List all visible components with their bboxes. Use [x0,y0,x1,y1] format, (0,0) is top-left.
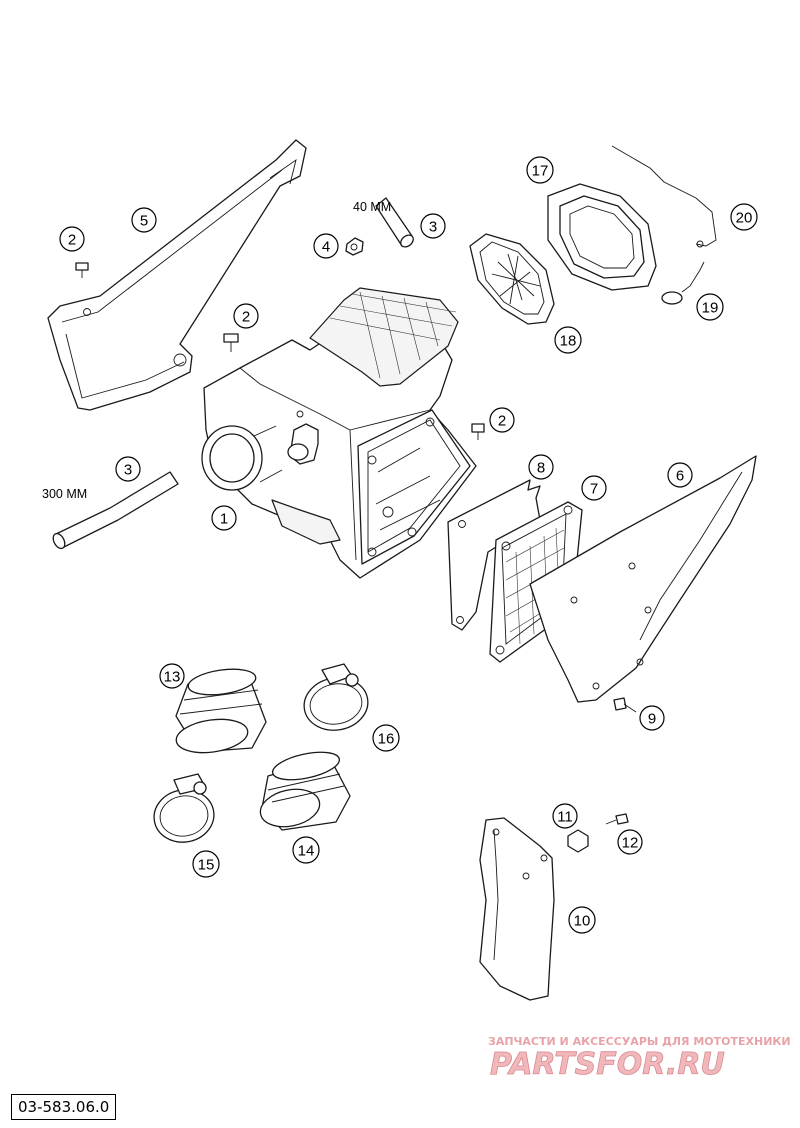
dimension-label-300mm: 300 MM [42,487,87,501]
watermark-tagline: ЗАПЧАСТИ И АКСЕССУАРЫ ДЛЯ МОТОТЕХНИКИ [488,1035,791,1048]
hose-clamp-lower [153,773,215,843]
callout-18: 18 [554,326,582,354]
callout-12: 12 [617,829,643,855]
callout-3-long-hose: 3 [115,456,141,482]
dimension-label-40mm: 40 MM [353,200,391,214]
mud-flap [479,817,555,1001]
grommet [567,829,589,853]
svg-text:5: 5 [140,213,148,230]
callout-11: 11 [552,803,578,829]
svg-text:2: 2 [498,413,506,430]
svg-text:4: 4 [322,239,330,256]
svg-text:6: 6 [676,468,684,485]
intake-boot-small [259,751,351,831]
nut [345,237,364,256]
long-hose [52,471,179,550]
svg-text:20: 20 [736,210,753,227]
callout-3-short-hose: 3 [420,213,446,239]
diagram-code-label: 03-583.06.0 [11,1094,117,1120]
air-filter-foam [547,183,657,291]
svg-text:18: 18 [560,333,577,350]
callout-16: 16 [372,724,400,752]
callout-1: 1 [211,505,237,531]
callout-14: 14 [292,836,320,864]
watermark: ЗАПЧАСТИ И АКСЕССУАРЫ ДЛЯ МОТОТЕХНИКИ PA… [488,1035,791,1082]
airbox-housing [201,287,477,579]
svg-text:8: 8 [537,460,545,477]
svg-text:2: 2 [68,232,76,249]
callout-8: 8 [528,454,554,480]
callout-2-right: 2 [489,407,515,433]
svg-text:14: 14 [298,843,315,860]
callout-10: 10 [568,906,596,934]
callout-19: 19 [696,293,724,321]
screw-right [471,423,485,440]
callout-17: 17 [526,156,554,184]
mud-flap-screw [605,813,629,825]
svg-text:12: 12 [622,835,639,852]
callout-20: 20 [730,203,758,231]
hose-clamp-upper [303,663,369,731]
svg-text:19: 19 [702,300,719,317]
svg-text:13: 13 [164,669,181,686]
callout-2-middle: 2 [233,303,259,329]
callout-9: 9 [639,705,665,731]
svg-text:1: 1 [220,511,228,528]
callout-7: 7 [581,475,607,501]
screw-top-left [75,262,89,278]
side-panel-screw [613,697,637,713]
callout-6: 6 [667,462,693,488]
svg-text:9: 9 [648,711,656,728]
left-side-panel [47,139,307,411]
watermark-logo: PARTSFOR.RU [490,1047,725,1082]
svg-text:10: 10 [574,913,591,930]
intake-boot-large [175,668,267,754]
svg-text:7: 7 [590,481,598,498]
svg-text:3: 3 [429,219,437,236]
callout-4: 4 [313,233,339,259]
svg-text:11: 11 [557,809,573,826]
callout-5: 5 [131,207,157,233]
callout-13: 13 [159,663,185,689]
svg-text:2: 2 [242,309,250,326]
air-filter-cage [469,233,555,325]
right-side-panel [529,455,757,703]
svg-text:17: 17 [532,163,549,180]
callout-15: 15 [192,850,220,878]
filter-rod [611,145,717,248]
wing-nut [661,261,705,305]
short-hose [375,197,414,248]
svg-text:3: 3 [124,462,132,479]
screw-middle [223,333,239,352]
callout-2-top-left: 2 [59,226,85,252]
svg-text:15: 15 [198,857,215,874]
svg-text:16: 16 [378,731,395,748]
